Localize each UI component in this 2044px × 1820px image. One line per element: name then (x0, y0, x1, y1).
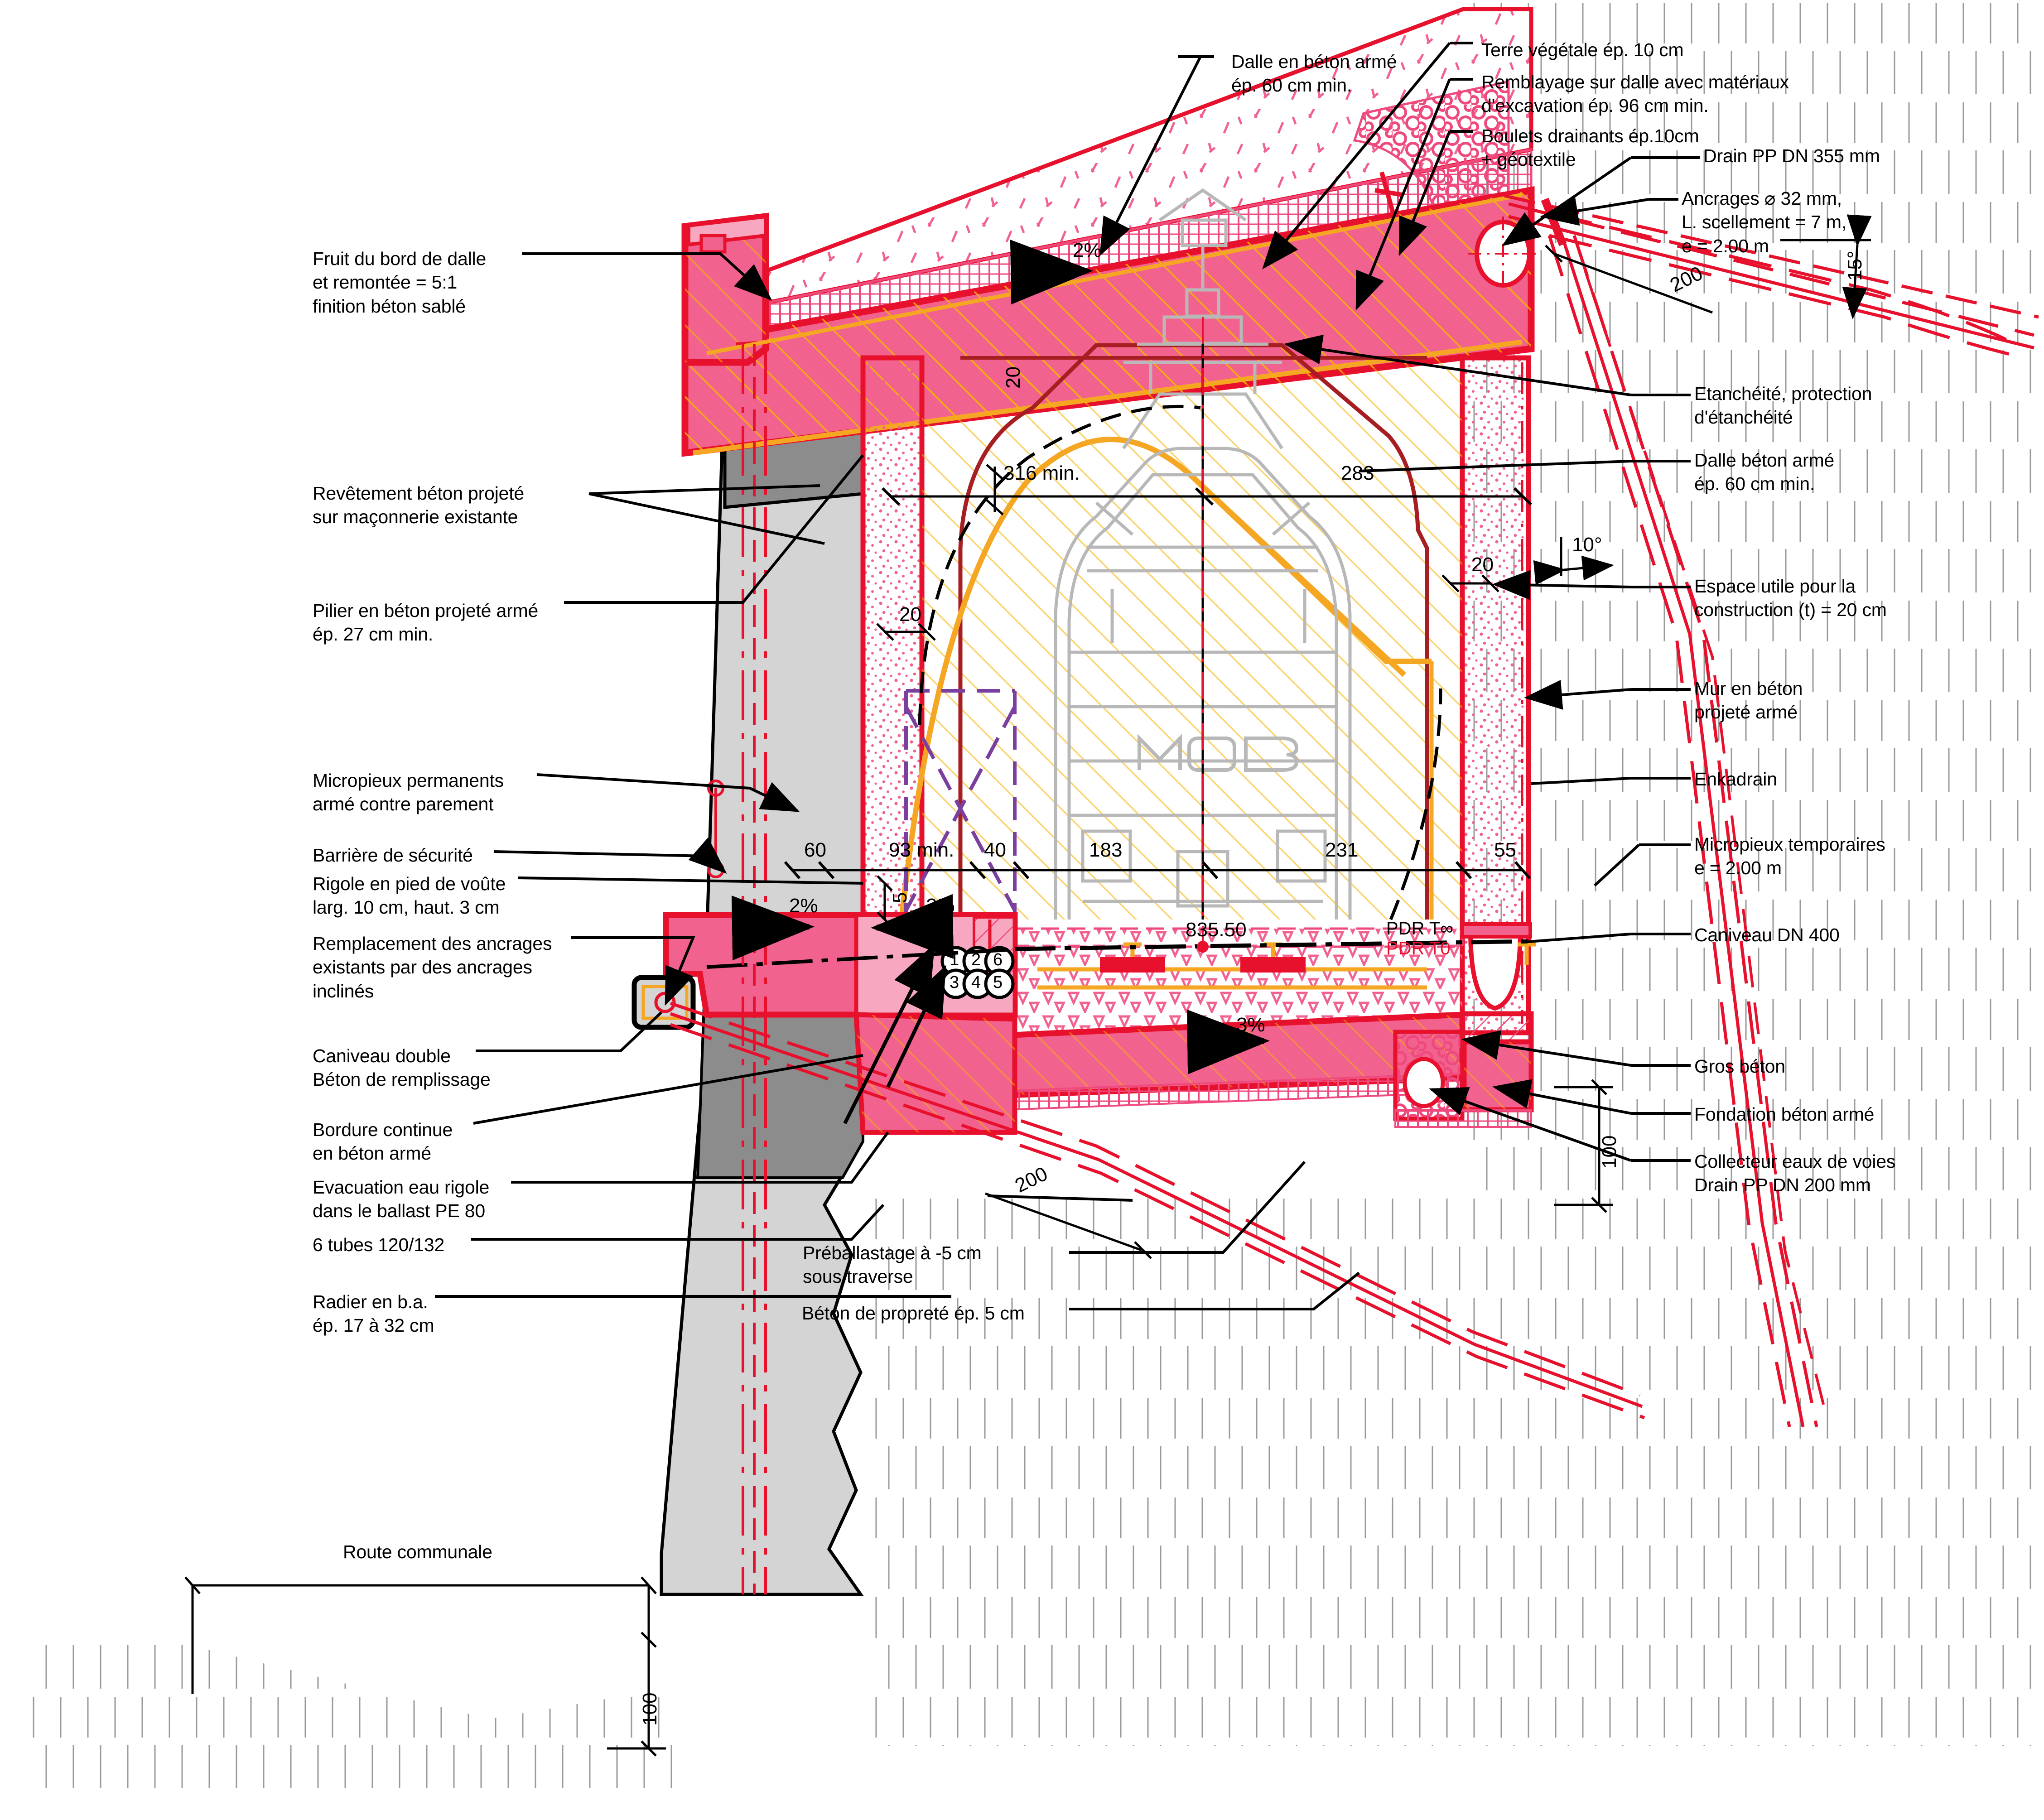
label-collecteur-eaux: Collecteur eaux de voies Drain PP DN 200… (1694, 1151, 1896, 1196)
label-dalle-beton-arme: Dalle en béton armé ép. 60 cm min. (1231, 51, 1397, 96)
tube-number-3: 3 (950, 973, 959, 992)
label-caniveau-double: Caniveau double Béton de remplissage (313, 1045, 491, 1090)
label-rigole-pied-voute: Rigole en pied de voûte larg. 10 cm, hau… (313, 873, 506, 918)
tube-leaders (843, 943, 946, 1124)
pdr-t0: PDR T0 (1386, 939, 1451, 958)
sleeper-fixings (1100, 957, 1306, 973)
label-barriere-securite: Barrière de sécurité (313, 845, 473, 866)
slope-2pct-dalle: 2% (1073, 239, 1102, 261)
dim-93-min: 93 min. (889, 839, 955, 861)
tunnel-interior-space (922, 358, 1462, 920)
angle-10-marker (1533, 537, 1614, 585)
angle-10: 10° (1572, 534, 1602, 556)
dim-283: 283 (1341, 462, 1374, 484)
dim-20-left-pillar: 20 (899, 603, 921, 626)
dim-316-min: 316 min. (1003, 462, 1080, 484)
label-terre-vegetale: Terre végétale ép. 10 cm (1481, 39, 1684, 60)
label-fondation-beton-arme: Fondation béton armé (1694, 1104, 1875, 1125)
label-evacuation-eau-rigole: Evacuation eau rigole dans le ballast PE… (313, 1177, 490, 1222)
existing-vault-dashed-right (1389, 688, 1442, 920)
leader-200-bottom (985, 1192, 1152, 1259)
label-drain-pp-355: Drain PP DN 355 mm (1703, 145, 1880, 166)
label-route-communale: Route communale (343, 1541, 492, 1562)
slope-arrows (731, 240, 1270, 1074)
dim-60: 60 (804, 839, 826, 861)
label-preballastage: Préballastage à -5 cm sous traverse (803, 1242, 982, 1287)
tube-number-6: 6 (993, 950, 1003, 969)
track-axis-point (1197, 941, 1209, 953)
label-enkadrain: Enkadrain (1694, 769, 1777, 790)
tube-number-1: 1 (950, 950, 959, 969)
label-revetement-beton: Revêtement béton projeté sur maçonnerie … (313, 483, 525, 528)
dim-20-top-left: 20 (1002, 366, 1024, 389)
temporary-works-dashes (904, 689, 1017, 922)
anchors-group (670, 171, 2039, 1427)
label-remblayage: Remblayage sur dalle avec matériaux d'ex… (1481, 72, 1789, 116)
slope-2pct-left: 2% (789, 895, 818, 917)
slope-2pct-right: 2% (926, 895, 955, 917)
label-dalle-beton-arme-2: Dalle béton armé ép. 60 cm min. (1694, 450, 1835, 495)
dim-20-right-wall: 20 (1471, 554, 1494, 576)
label-micropieux-permanents: Micropieux permanents armé contre pareme… (313, 770, 504, 815)
leader-200-top (1545, 245, 1713, 314)
label-radier-ba: Radier en b.a. ép. 17 à 32 cm (313, 1291, 434, 1336)
micropiles-group (742, 344, 767, 1594)
slope-3pct-radier: 3% (1236, 1014, 1265, 1036)
caniveau-dn400-section (1468, 929, 1523, 1011)
dim-231: 231 (1325, 839, 1359, 861)
label-ancrages: Ancrages ⌀ 32 mm, L. scellement = 7 m, e… (1682, 188, 1847, 256)
angle-15: 15° (1844, 250, 1866, 281)
existing-vault-dashed (918, 404, 1201, 725)
label-etancheite: Etanchéité, protection d'étanchéité (1694, 383, 1872, 428)
dim-100-bottom-right: 100 (1598, 1135, 1620, 1169)
label-beton-propete: Béton de propreté ép. 5 cm (802, 1303, 1025, 1324)
tube-number-4: 4 (971, 973, 981, 992)
pdr-t-inf: PDR T∞ (1386, 919, 1453, 939)
ground-hatch-right (870, 0, 2044, 1746)
mob-logo (1138, 734, 1299, 772)
label-espace-utile: Espace utile pour la construction (t) = … (1694, 576, 1887, 621)
label-mur-beton-projete: Mur en béton projeté armé (1694, 678, 1803, 723)
ground-hatch-bottom-left (27, 1642, 680, 1794)
track-bed-ballast (1013, 927, 1464, 1033)
pdr-level-line-left (706, 947, 1024, 969)
label-bordure-continue: Bordure continue en béton armé (313, 1119, 453, 1164)
drain-pp-200-section (1403, 1057, 1445, 1108)
tube-number-2: 2 (971, 950, 981, 969)
label-caniveau-dn400: Caniveau DN 400 (1694, 924, 1840, 945)
label-pilier-beton-projete: Pilier en béton projeté armé ép. 27 cm m… (313, 600, 539, 645)
dimension-lines (184, 464, 1613, 1757)
label-gros-beton: Gros béton (1694, 1056, 1785, 1077)
label-boulets-drainants: Boulets drainants ép.10cm + géotextile (1481, 125, 1699, 170)
dim-40: 40 (984, 839, 1006, 861)
dim-5-rigole: 5 (889, 892, 911, 903)
dim-100-road: 100 (639, 1692, 661, 1726)
label-remplacement-ancrages: Remplacement des ancrages existants par … (313, 933, 552, 1001)
pdr-level-line (1014, 939, 1536, 951)
label-six-tubes: 6 tubes 120/132 (313, 1234, 445, 1255)
leader-lines (435, 42, 1700, 1310)
dim-55: 55 (1494, 839, 1516, 861)
level-835-50: 835.50 (1186, 919, 1247, 941)
label-micropieux-temporaires: Micropieux temporaires e = 2.00 m (1694, 834, 1885, 879)
angle-15-marker (1780, 214, 1872, 319)
label-fruit-bord-dalle: Fruit du bord de dalle et remontée = 5:1… (313, 248, 487, 317)
tube-number-5: 5 (993, 973, 1003, 992)
dim-183: 183 (1089, 839, 1123, 861)
